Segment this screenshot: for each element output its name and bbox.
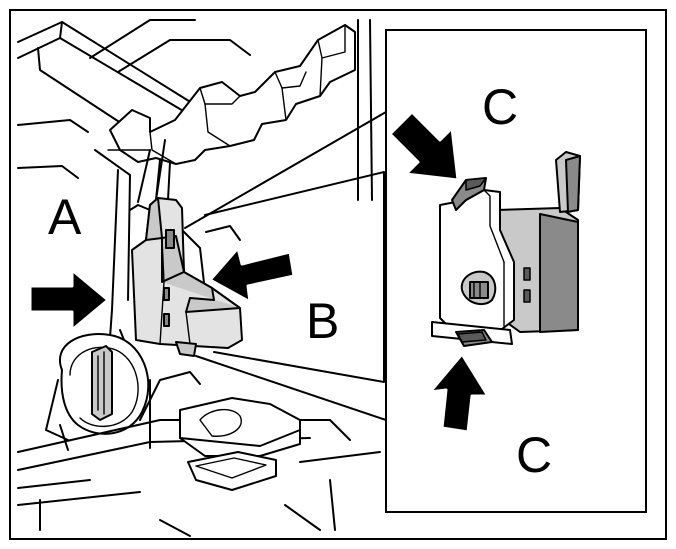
callout-b: B: [306, 293, 339, 349]
callout-c-bottom: C: [516, 427, 552, 483]
arrow-a: [28, 268, 110, 332]
arrow-b: [208, 246, 296, 304]
zoom-line-bottom: [195, 355, 387, 421]
installed-part: [131, 159, 243, 357]
arrow-c-bottom: [428, 352, 490, 434]
printer-interior-scene: [17, 19, 385, 537]
zoom-line-top: [184, 111, 387, 229]
callout-a: A: [48, 189, 82, 245]
callout-c-top: C: [482, 79, 518, 135]
zoom-inset: [385, 29, 647, 513]
arrow-c-top: [388, 110, 460, 182]
